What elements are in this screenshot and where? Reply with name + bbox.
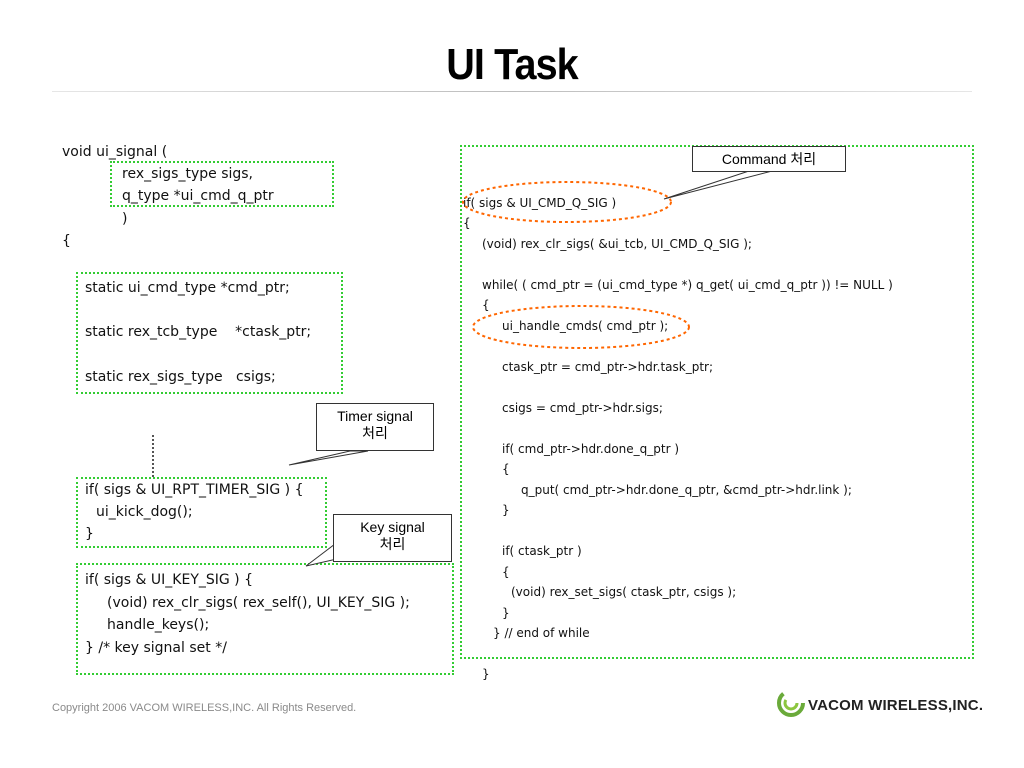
code-line: ui_kick_dog(); (96, 504, 193, 520)
code-line: q_put( cmd_ptr->hdr.done_q_ptr, &cmd_ptr… (521, 483, 852, 497)
code-line: } (502, 606, 510, 620)
title-divider (52, 91, 972, 92)
timer-callout-line1: Timer signal (337, 408, 413, 424)
code-line: ) (122, 211, 128, 227)
code-line: q_type *ui_cmd_q_ptr (122, 188, 274, 204)
vacom-logo-icon (776, 688, 806, 722)
slide-title: UI Task (446, 40, 579, 89)
key-callout-line2: 처리 (379, 536, 406, 552)
code-line: while( ( cmd_ptr = (ui_cmd_type *) q_get… (482, 278, 893, 292)
code-line: handle_keys(); (107, 617, 210, 633)
timer-callout-pointer (288, 450, 369, 466)
code-line: ui_handle_cmds( cmd_ptr ); (502, 319, 669, 333)
code-line: if( sigs & UI_RPT_TIMER_SIG ) { (85, 482, 304, 498)
code-line: if( cmd_ptr->hdr.done_q_ptr ) (502, 442, 680, 456)
key-callout: Key signal 처리 (333, 514, 452, 562)
timer-callout: Timer signal 처리 (316, 403, 434, 451)
code-line: void ui_signal ( (62, 144, 168, 160)
code-line: rex_sigs_type sigs, (122, 166, 254, 182)
statics-box (76, 272, 343, 394)
command-callout-label: Command 처리 (721, 151, 817, 167)
code-line: ctask_ptr = cmd_ptr->hdr.task_ptr; (502, 360, 714, 374)
params-box (110, 161, 334, 207)
code-line: } /* key signal set */ (85, 640, 227, 656)
key-callout-line1: Key signal (360, 519, 425, 535)
code-line: if( sigs & UI_KEY_SIG ) { (85, 572, 253, 588)
code-line: } // end of while (493, 626, 590, 640)
code-line: { (463, 216, 471, 230)
code-line: { (502, 565, 510, 579)
code-line: static ui_cmd_type *cmd_ptr; (85, 280, 290, 296)
key-block-box (76, 563, 454, 675)
code-line: if( ctask_ptr ) (502, 544, 582, 558)
code-line: static rex_tcb_type *ctask_ptr; (85, 324, 312, 340)
command-callout: Command 처리 (692, 146, 846, 172)
code-line: (void) rex_clr_sigs( rex_self(), UI_KEY_… (107, 595, 410, 611)
timer-block-box (76, 477, 327, 548)
timer-callout-line2: 처리 (362, 425, 388, 441)
code-line: } (85, 526, 94, 542)
code-line: if( sigs & UI_CMD_Q_SIG ) (463, 196, 617, 210)
code-line: } (502, 503, 510, 517)
vertical-dotted-connector (152, 435, 154, 477)
code-line: { (62, 233, 71, 249)
code-line: (void) rex_set_sigs( ctask_ptr, csigs ); (511, 585, 737, 599)
code-line: } (482, 667, 490, 681)
code-line: static rex_sigs_type csigs; (85, 369, 276, 385)
code-line: { (482, 298, 490, 312)
code-line: { (502, 462, 510, 476)
copyright-notice: Copyright 2006 VACOM WIRELESS,INC. All R… (52, 702, 357, 714)
company-name: VACOM WIRELESS,INC. (808, 697, 984, 714)
code-line: (void) rex_clr_sigs( &ui_tcb, UI_CMD_Q_S… (482, 237, 752, 251)
code-line: csigs = cmd_ptr->hdr.sigs; (502, 401, 663, 415)
